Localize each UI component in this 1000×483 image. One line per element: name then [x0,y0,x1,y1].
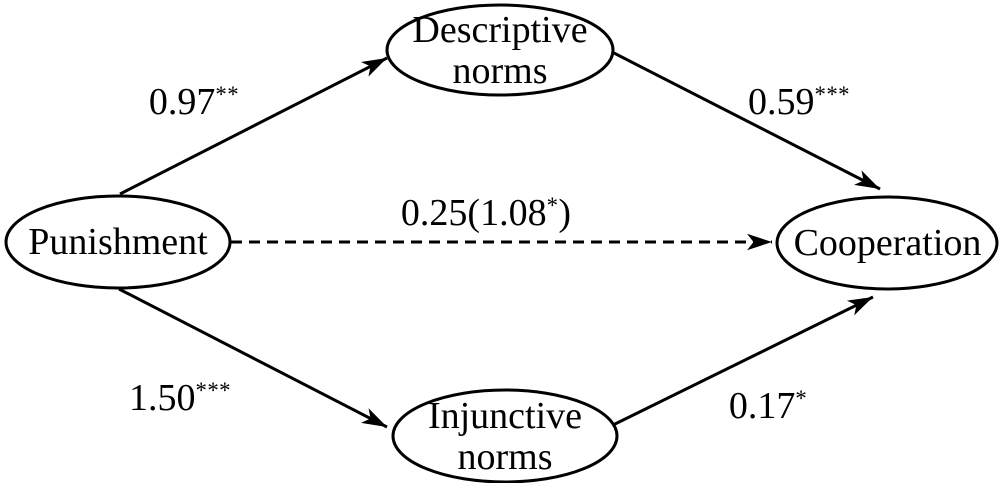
node-cooperation-ellipse [775,195,999,291]
arrow-descriptive-to-cooperation [611,50,881,191]
arrow-punishment-to-injunctive [118,287,388,429]
node-descriptive-norms-ellipse [385,3,615,97]
arrow-punishment-to-descriptive [119,56,388,196]
node-punishment-ellipse [4,194,232,290]
node-injunctive-norms-ellipse [391,388,619,483]
arrow-injunctive-to-cooperation [612,295,874,427]
